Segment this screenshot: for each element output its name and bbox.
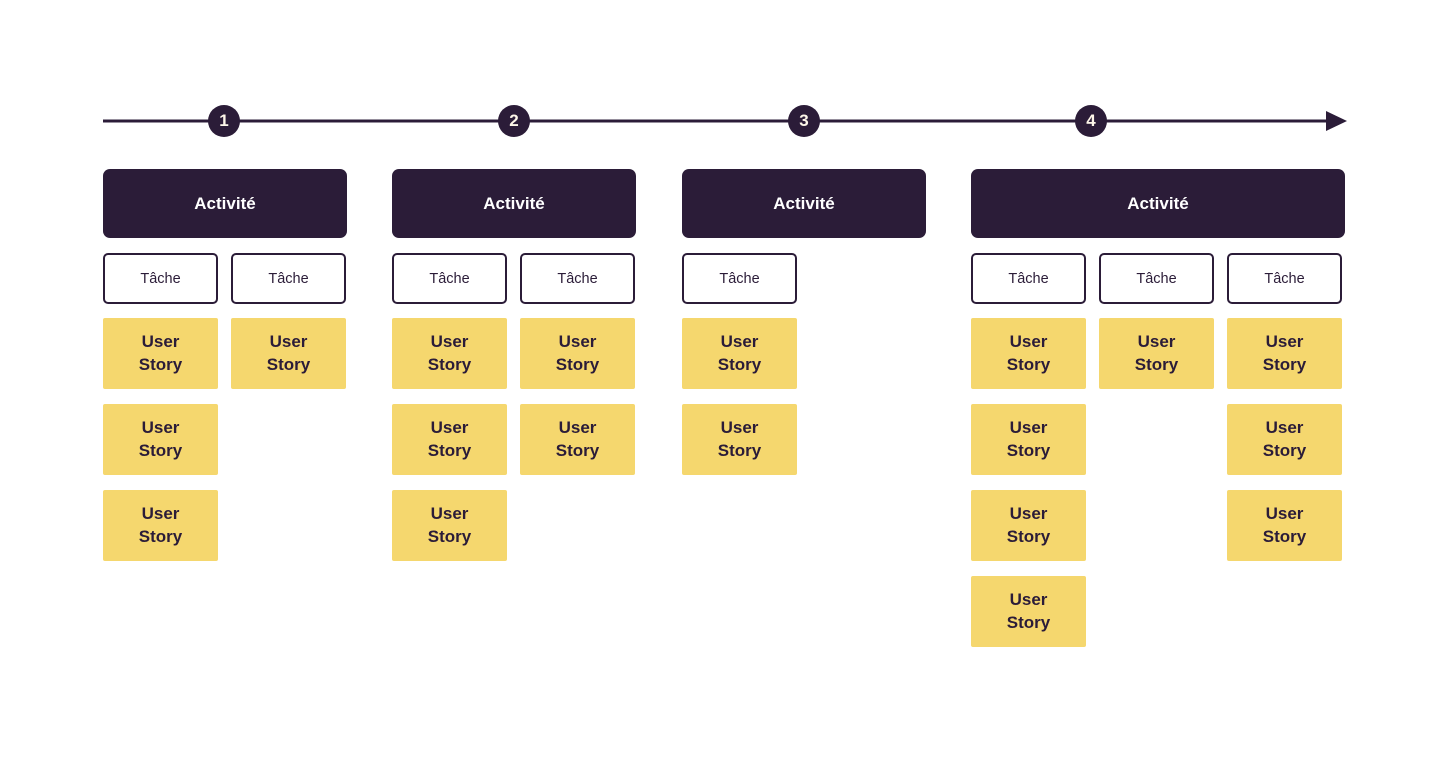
activity-header[interactable]: Activité	[971, 169, 1345, 238]
task-box[interactable]: Tâche	[682, 253, 797, 304]
timeline: 1 2 3 4	[0, 95, 1448, 147]
activity-header[interactable]: Activité	[682, 169, 926, 238]
task-box[interactable]: Tâche	[971, 253, 1086, 304]
timeline-milestone-3[interactable]: 3	[788, 105, 820, 137]
timeline-milestone-1[interactable]: 1	[208, 105, 240, 137]
task-box[interactable]: Tâche	[1227, 253, 1342, 304]
user-story-card[interactable]: User Story	[1227, 404, 1342, 475]
user-story-card[interactable]: User Story	[392, 404, 507, 475]
activity-header[interactable]: Activité	[392, 169, 636, 238]
timeline-arrow-icon	[103, 111, 1347, 131]
timeline-milestone-4[interactable]: 4	[1075, 105, 1107, 137]
user-story-card[interactable]: User Story	[1099, 318, 1214, 389]
user-story-card[interactable]: User Story	[682, 404, 797, 475]
user-story-card[interactable]: User Story	[682, 318, 797, 389]
user-story-card[interactable]: User Story	[520, 404, 635, 475]
user-story-card[interactable]: User Story	[231, 318, 346, 389]
timeline-milestone-2[interactable]: 2	[498, 105, 530, 137]
user-story-card[interactable]: User Story	[971, 318, 1086, 389]
task-box[interactable]: Tâche	[1099, 253, 1214, 304]
user-story-list: User Story	[1099, 318, 1214, 389]
user-story-card[interactable]: User Story	[103, 490, 218, 561]
user-story-list: User Story	[231, 318, 346, 389]
user-story-card[interactable]: User Story	[971, 490, 1086, 561]
user-story-card[interactable]: User Story	[1227, 490, 1342, 561]
user-story-card[interactable]: User Story	[971, 576, 1086, 647]
task-box[interactable]: Tâche	[231, 253, 346, 304]
user-story-card[interactable]: User Story	[392, 490, 507, 561]
user-story-card[interactable]: User Story	[971, 404, 1086, 475]
user-story-card[interactable]: User Story	[1227, 318, 1342, 389]
user-story-card[interactable]: User Story	[103, 318, 218, 389]
user-story-card[interactable]: User Story	[103, 404, 218, 475]
task-box[interactable]: Tâche	[520, 253, 635, 304]
user-story-card[interactable]: User Story	[520, 318, 635, 389]
task-box[interactable]: Tâche	[392, 253, 507, 304]
task-box[interactable]: Tâche	[103, 253, 218, 304]
user-story-card[interactable]: User Story	[392, 318, 507, 389]
activity-header[interactable]: Activité	[103, 169, 347, 238]
